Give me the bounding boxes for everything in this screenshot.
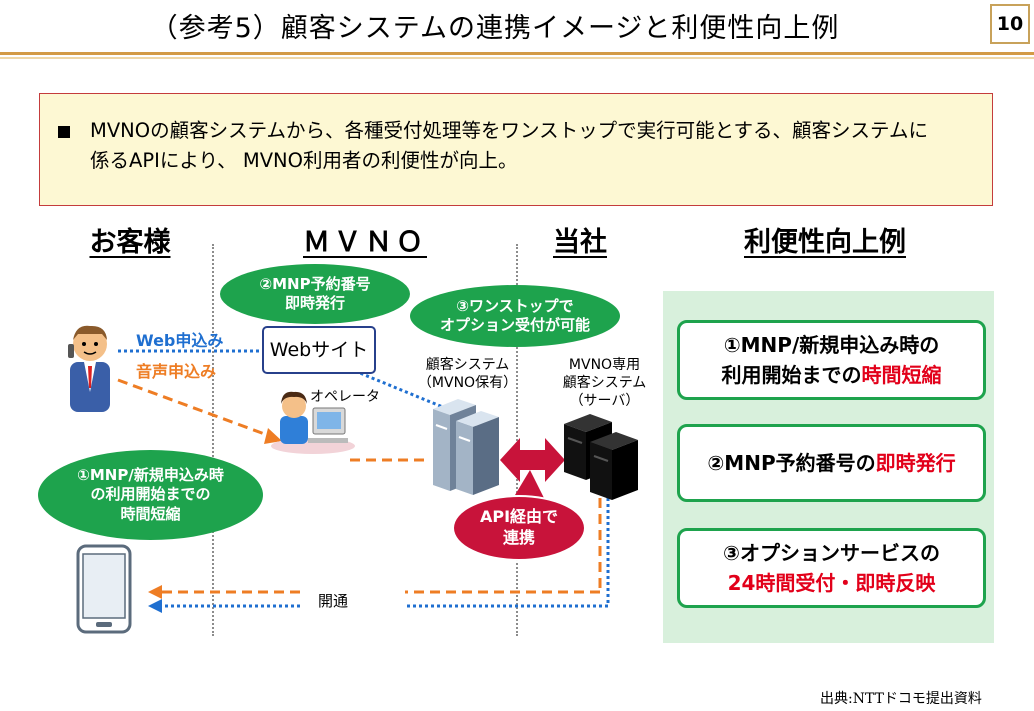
divider-customer-mvno: [212, 244, 214, 636]
page-title: （参考5）顧客システムの連携イメージと利便性向上例: [150, 13, 840, 44]
customer-system-line-2: （MVNO保有）: [417, 375, 518, 391]
voice-arrow-head: [264, 428, 282, 444]
title-rule: [0, 52, 1034, 55]
benefit-card-3: ③オプションサービスの 24時間受付・即時反映: [677, 528, 986, 608]
activation-label: 開通: [318, 592, 349, 610]
divider-mvno-company: [516, 244, 518, 636]
summary-line-1: MVNOの顧客システムから、各種受付処理等をワンストップで実行可能とする、顧客シ…: [90, 119, 928, 142]
website-to-system-line: [354, 369, 451, 412]
onestop-bubble: ③ワンストップでオプション受付が可能: [410, 285, 620, 347]
benefit-1-line-2-plain: 利用開始までの: [721, 363, 862, 387]
api-double-arrow: [500, 438, 565, 482]
summary-text: MVNOの顧客システムから、各種受付処理等をワンストップで実行可能とする、顧客シ…: [90, 116, 980, 176]
customer-person-icon: [68, 325, 110, 412]
operator-icon: [271, 391, 355, 454]
activation-orange-arrow: [148, 585, 162, 599]
operator-label: オペレータ: [310, 389, 380, 405]
page-number: 10: [990, 4, 1030, 44]
smartphone-icon: [76, 544, 132, 634]
customer-system-server-icon: [433, 399, 499, 495]
benefit-card-1: ①MNP/新規申込み時の 利用開始までの時間短縮: [677, 320, 986, 400]
voice-apply-line: [117, 378, 271, 438]
mnp-bubble: ②MNP予約番号即時発行: [220, 264, 410, 324]
bullet-square-icon: [58, 126, 70, 138]
shorten-bubble: ①MNP/新規申込み時の利用開始までの時間短縮: [38, 450, 263, 540]
customer-system-label: 顧客システム （MVNO保有）: [410, 356, 525, 392]
benefit-2-line-1: ②MNP予約番号の即時発行: [707, 448, 955, 478]
api-bubble-line-1: API経由で: [479, 507, 559, 527]
column-benefits: 利便性向上例: [744, 227, 906, 258]
activation-blue-arrow: [148, 599, 162, 613]
api-bubble-line-2: 連携: [502, 528, 535, 547]
api-bubble-pointer: [515, 470, 545, 500]
website-box: Webサイト: [262, 326, 376, 374]
benefit-2-plain: ②MNP予約番号の: [707, 451, 876, 475]
source-note: 出典:NTTドコモ提出資料: [820, 691, 982, 707]
api-bubble: API経由で連携: [452, 495, 586, 561]
mvno-server-icon: [564, 414, 638, 500]
column-customer: お客様: [89, 227, 171, 258]
shorten-bubble-line-2: の利用開始までの: [90, 485, 211, 504]
summary-line-2: 係るAPIにより、 MVNO利用者の利便性が向上。: [90, 149, 518, 172]
benefit-1-line-2-red: 時間短縮: [861, 363, 942, 387]
benefit-card-2: ②MNP予約番号の即時発行: [677, 424, 986, 502]
column-company: 当社: [553, 227, 607, 258]
web-apply-label: Web申込み: [136, 331, 224, 350]
mnp-bubble-line-2: 即時発行: [284, 294, 345, 312]
shorten-bubble-line-1: ①MNP/新規申込み時: [77, 465, 224, 484]
onestop-bubble-line-2: オプション受付が可能: [439, 316, 590, 334]
benefit-1-line-2: 利用開始までの時間短縮: [722, 360, 942, 390]
benefit-1-line-1: ①MNP/新規申込み時の: [723, 333, 940, 357]
onestop-bubble-line-1: ③ワンストップで: [456, 296, 574, 315]
mvno-server-line-1: MVNO専用: [568, 357, 641, 373]
mvno-server-line-2: 顧客システム: [562, 375, 647, 391]
title-rule-light: [0, 57, 1034, 59]
voice-apply-label: 音声申込み: [136, 362, 217, 381]
shorten-bubble-line-3: 時間短縮: [120, 504, 181, 523]
benefit-2-red: 即時発行: [875, 451, 956, 475]
mvno-server-line-3: （サーバ）: [569, 393, 640, 409]
column-mvno: ＭＶＮＯ: [303, 227, 427, 258]
customer-system-line-1: 顧客システム: [425, 357, 510, 373]
benefit-3-line-1: ③オプションサービスの: [723, 541, 940, 565]
benefit-3-line-2-red: 24時間受付・即時反映: [727, 571, 936, 595]
mvno-server-label: MVNO専用 顧客システム （サーバ）: [552, 356, 657, 410]
mnp-bubble-line-1: ②MNP予約番号: [259, 274, 371, 293]
summary-box: [39, 93, 993, 206]
